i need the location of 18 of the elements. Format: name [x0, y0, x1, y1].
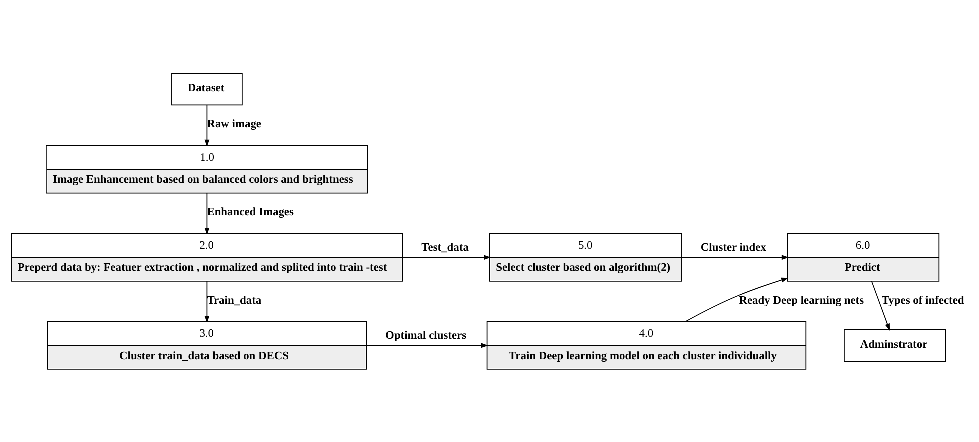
- edge-label: Test_data: [422, 241, 469, 254]
- node-box: Dataset: [172, 72, 243, 106]
- edge-label: Ready Deep learning nets: [739, 294, 864, 306]
- edge-label: Optimal clusters: [386, 330, 467, 342]
- node-box: Adminstrator: [844, 328, 946, 362]
- edge-label: Raw image: [207, 118, 262, 130]
- edge-label: Cluster index: [700, 241, 766, 254]
- arrow: [204, 192, 210, 235]
- arrow: [366, 342, 488, 348]
- arrow: [685, 277, 789, 322]
- arrow: [204, 280, 210, 323]
- arrow: [871, 280, 890, 330]
- arrow: [682, 254, 789, 260]
- edge-label: Enhanced Images: [207, 206, 294, 218]
- arrow: [204, 104, 210, 146]
- edge-label: Types of infected: [882, 294, 964, 306]
- arrow: [402, 254, 492, 260]
- edge-label: Train_data: [207, 294, 262, 306]
